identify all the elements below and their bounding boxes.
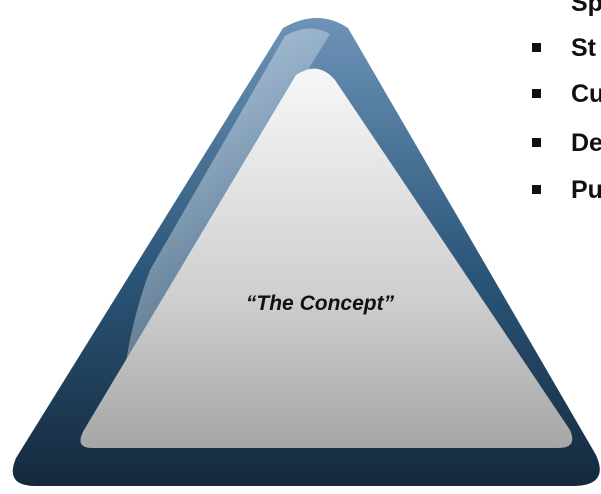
bullet-square-icon <box>532 43 541 52</box>
bullet-square-icon <box>532 89 541 98</box>
concept-label: “The Concept” <box>245 292 395 315</box>
bullet-square-icon <box>532 185 541 194</box>
triangle-inner-panel <box>80 68 573 449</box>
bullet-item: Sp <box>532 0 601 18</box>
bullet-item: De <box>532 128 601 158</box>
triangle-gloss-highlight <box>122 28 330 392</box>
bullet-text: Pu <box>571 176 601 204</box>
bullet-text: De <box>571 129 601 157</box>
bullet-square-icon <box>532 138 541 147</box>
bullet-text: St <box>571 34 596 62</box>
bullet-text: Cu <box>571 80 601 108</box>
bullet-text: Sp <box>571 0 601 17</box>
bullet-item: St <box>532 33 601 63</box>
bullet-item: Cu <box>532 79 601 109</box>
bullet-item: Pu <box>532 175 601 205</box>
